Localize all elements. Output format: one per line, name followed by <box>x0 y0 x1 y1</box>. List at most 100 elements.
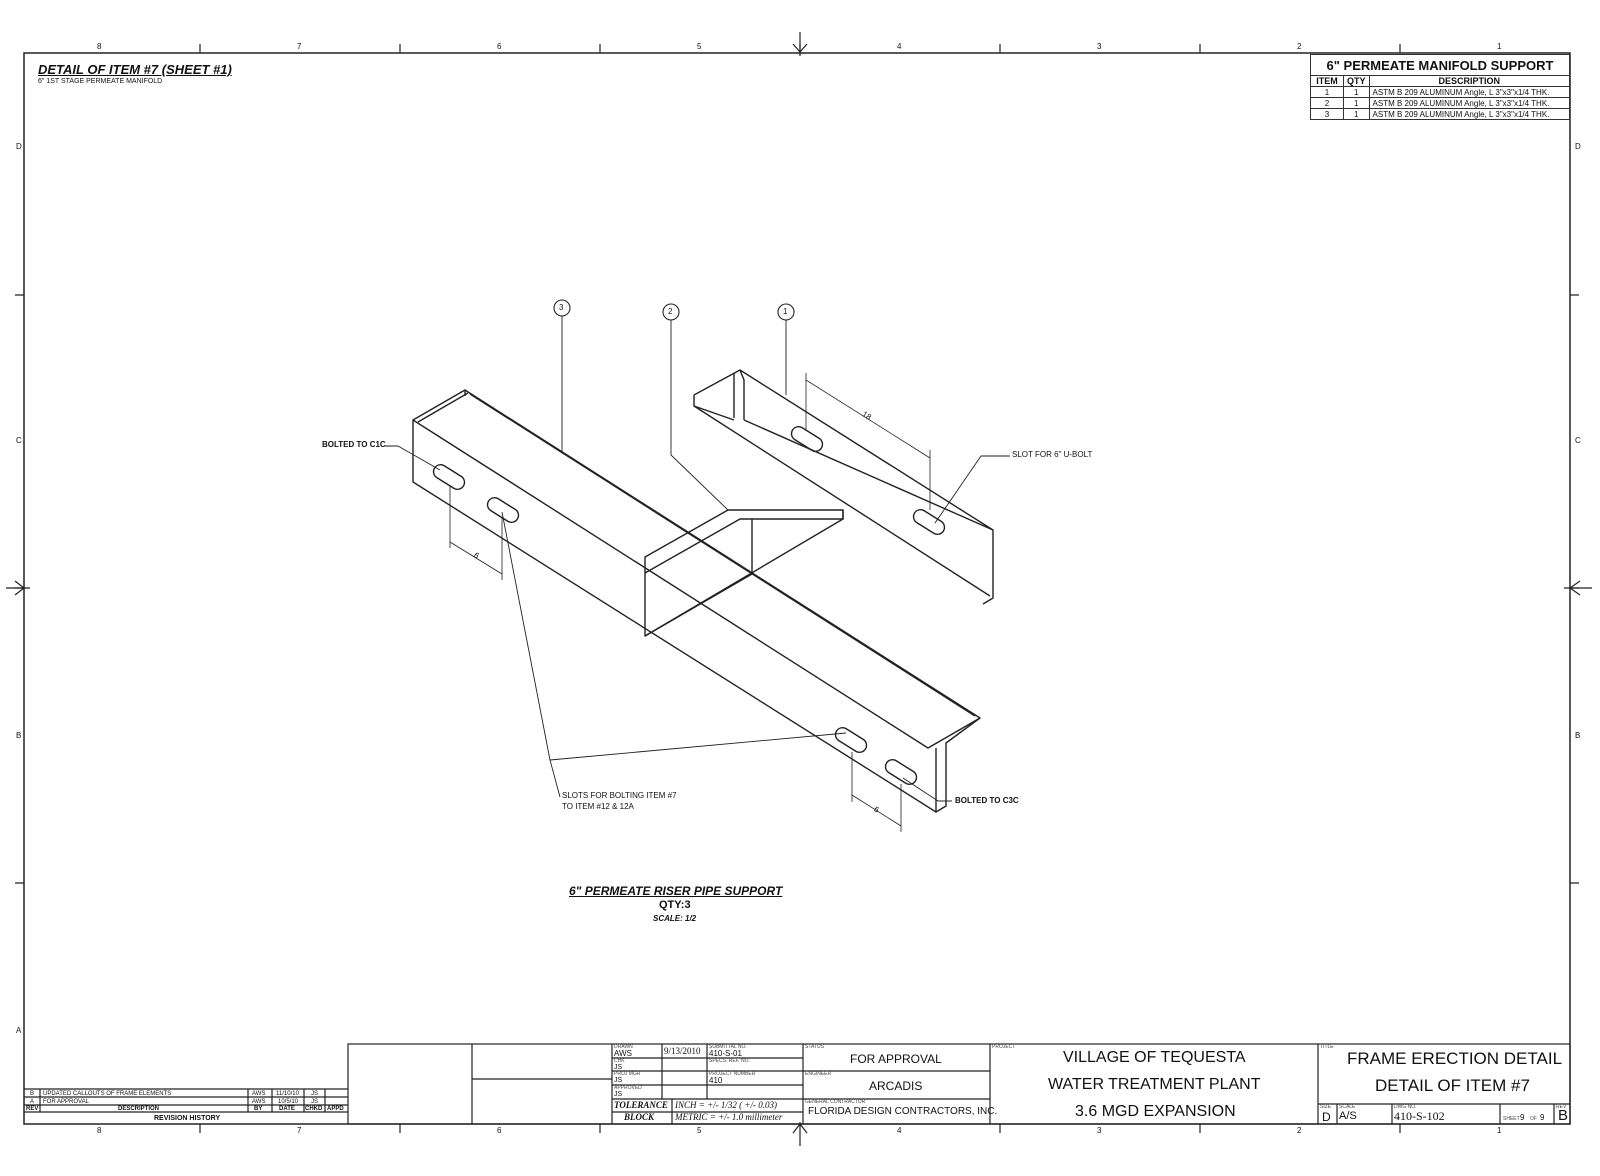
specs-label: SPECS. REF. NO. <box>709 1058 750 1064</box>
drawn-by: AWS <box>614 1049 632 1058</box>
sheet-label: SHEET <box>1503 1116 1520 1122</box>
drawn-date: 9/13/2010 <box>664 1046 701 1056</box>
contractor-value: FLORIDA DESIGN CONTRACTORS, INC. <box>808 1106 998 1117</box>
engineer-value: ARCADIS <box>869 1079 923 1093</box>
sheet-number: 9 <box>1520 1113 1525 1122</box>
proj-mgr: JS <box>614 1077 623 1084</box>
tolerance-block-label: BLOCK <box>624 1112 655 1122</box>
bom-table: 6" PERMEATE MANIFOLD SUPPORT ITEM QTY DE… <box>1310 54 1571 120</box>
zone-col-label: 3 <box>1097 1126 1102 1135</box>
of-label: OF <box>1530 1116 1537 1122</box>
rev-label: REV <box>1556 1104 1567 1110</box>
zone-row-label: D <box>16 142 22 151</box>
submittal-number: 410-S-01 <box>709 1049 742 1058</box>
project-line-3: 3.6 MGD EXPANSION <box>1075 1103 1236 1120</box>
tolerance-metric: METRIC = +/- 1.0 millimeter <box>675 1112 783 1122</box>
zone-row-label: B <box>1575 731 1581 740</box>
callout-bolted-c3c: BOLTED TO C3C <box>955 796 1019 805</box>
zone-col-label: 2 <box>1297 1126 1302 1135</box>
scale-label: SCALE <box>1339 1104 1356 1110</box>
rev-date: 11/10/10 <box>276 1091 299 1097</box>
dwg-no-label: DWG NO. <box>1394 1104 1417 1110</box>
zone-col-label: 5 <box>697 1126 702 1135</box>
zone-col-label: 7 <box>297 42 302 51</box>
chk-label: CHK <box>614 1058 625 1064</box>
dimension-lines <box>449 373 931 832</box>
bom-row: 1 1 ASTM B 209 ALUMINUM Angle, L 3"x3"x1… <box>1310 86 1571 98</box>
rev-description: FOR APPROVAL <box>43 1099 89 1105</box>
dwg-no-value: 410-S-102 <box>1394 1109 1445 1123</box>
detail-subtitle: 6" 1ST STAGE PERMEATE MANIFOLD <box>38 78 163 85</box>
contractor-label: GENERAL CONTRACTOR <box>805 1099 866 1105</box>
rev-header-date: DATE <box>279 1106 295 1112</box>
submittal-label: SUBMITTAL NO. <box>709 1044 747 1050</box>
rev-header-chkd: CHKD <box>305 1106 323 1112</box>
bom-description: ASTM B 209 ALUMINUM Angle, L 3"x3"x1/4 T… <box>1368 108 1571 120</box>
project-number-label: PROJECT NUMBER <box>709 1071 756 1077</box>
status-label: STATUS <box>805 1044 824 1050</box>
size-value: D <box>1322 1110 1331 1124</box>
tolerance-label: TOLERANCE <box>614 1100 668 1110</box>
rev-header-appd: APPD <box>327 1106 344 1112</box>
zone-col-label: 1 <box>1497 42 1502 51</box>
rev-letter: A <box>30 1099 35 1105</box>
sheet-total: 9 <box>1540 1113 1545 1122</box>
callout-bolted-c1c: BOLTED TO C1C <box>322 440 386 449</box>
view-qty: QTY:3 <box>659 899 691 911</box>
callout-slot-ubolt: SLOT FOR 6" U-BOLT <box>1012 450 1093 459</box>
rev-header-rev: REV <box>26 1106 39 1112</box>
zone-row-label: B <box>16 731 22 740</box>
zone-row-label: C <box>1575 436 1581 445</box>
zone-col-label: 2 <box>1297 42 1302 51</box>
approved-by: JS <box>614 1091 623 1098</box>
drawn-label: DRAWN <box>614 1044 633 1050</box>
revision-history-label: REVISION HISTORY <box>154 1115 221 1122</box>
project-number: 410 <box>709 1076 723 1085</box>
size-label: SIZE <box>1320 1104 1332 1110</box>
zone-col-label: 7 <box>297 1126 302 1135</box>
rev-header-by: BY <box>254 1106 263 1112</box>
project-line-1: VILLAGE OF TEQUESTA <box>1063 1049 1246 1066</box>
rev-by: AWS <box>252 1091 266 1097</box>
zone-col-label: 6 <box>497 1126 502 1135</box>
angle-item-3-web <box>412 420 937 813</box>
zone-col-label: 3 <box>1097 42 1102 51</box>
zone-col-label: 8 <box>97 1126 102 1135</box>
rev-chkd: JS <box>311 1099 319 1105</box>
leader-lines <box>385 316 1010 802</box>
zone-col-label: 8 <box>97 42 102 51</box>
balloon-item-2: 2 <box>668 307 673 316</box>
bom-row: 3 1 ASTM B 209 ALUMINUM Angle, L 3"x3"x1… <box>1310 108 1571 120</box>
bolt-slots <box>432 426 946 785</box>
checked-by: JS <box>614 1064 623 1071</box>
status-value: FOR APPROVAL <box>850 1052 942 1066</box>
zone-col-label: 6 <box>497 42 502 51</box>
rev-date: 10/5/10 <box>278 1099 299 1105</box>
zone-col-label: 5 <box>697 42 702 51</box>
drawing-title-1: FRAME ERECTION DETAIL <box>1347 1049 1563 1068</box>
balloon-item-3: 3 <box>559 303 564 312</box>
view-title: 6" PERMEATE RISER PIPE SUPPORT <box>569 884 783 898</box>
view-scale: SCALE: 1/2 <box>653 914 697 923</box>
proj-mgr-label: PROJ MGR <box>614 1071 641 1077</box>
zone-row-label: C <box>16 436 22 445</box>
zone-col-label: 1 <box>1497 1126 1502 1135</box>
rev-value: B <box>1558 1107 1569 1124</box>
detail-title: DETAIL OF ITEM #7 (SHEET #1) <box>38 62 232 77</box>
approved-label: APPROVED <box>614 1085 642 1091</box>
title-label: TITLE <box>1320 1044 1334 1050</box>
rev-header-description: DESCRIPTION <box>118 1106 160 1112</box>
callout-slots-line2: TO ITEM #12 & 12A <box>562 802 634 811</box>
project-line-2: WATER TREATMENT PLANT <box>1048 1076 1261 1093</box>
balloon-item-1: 1 <box>783 307 788 316</box>
drawing-title-2: DETAIL OF ITEM #7 <box>1375 1076 1530 1095</box>
callout-slots-line1: SLOTS FOR BOLTING ITEM #7 <box>562 791 677 800</box>
zone-col-label: 4 <box>897 1126 902 1135</box>
rev-chkd: JS <box>311 1091 319 1097</box>
scale-value: A/S <box>1339 1110 1357 1122</box>
tolerance-inch: INCH = +/- 1/32 ( +/- 0.03) <box>675 1100 777 1110</box>
zone-row-label: A <box>16 1026 22 1035</box>
rev-letter: B <box>30 1091 35 1097</box>
